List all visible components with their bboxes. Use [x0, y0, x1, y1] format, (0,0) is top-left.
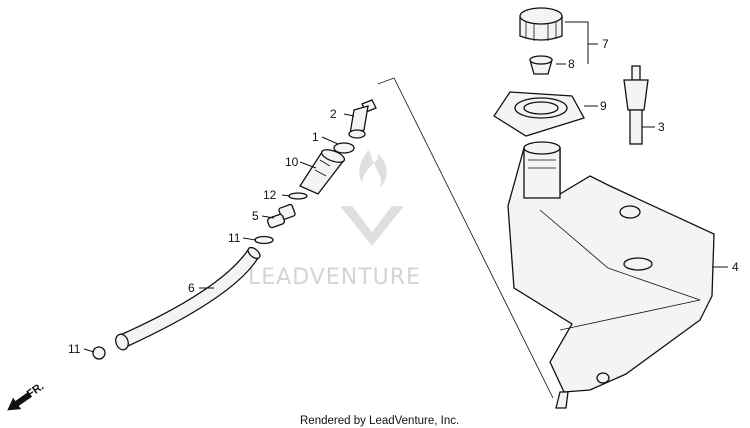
- watermark-logo: [340, 150, 404, 246]
- callout-9: 9: [600, 99, 607, 113]
- part-9-retainer: [493, 91, 585, 137]
- part-7-cap: [519, 7, 563, 41]
- part-4-tank: [507, 141, 715, 409]
- part-11-clip-lower: [92, 346, 106, 360]
- callout-7: 7: [602, 37, 609, 51]
- callout-10: 10: [285, 155, 299, 169]
- callout-4: 4: [732, 260, 739, 274]
- part-5-joint: [266, 203, 296, 229]
- callout-12: 12: [263, 188, 277, 202]
- callout-5: 5: [252, 209, 259, 223]
- part-2-nipple: [348, 99, 377, 139]
- callout-6: 6: [188, 281, 195, 295]
- part-11-clip-upper: [254, 235, 274, 245]
- part-1-oring: [333, 142, 355, 154]
- leader-lines: [83, 21, 728, 353]
- callout-11-lower: 11: [68, 342, 81, 356]
- assembly-leader-line: [377, 77, 554, 399]
- part-12-clip: [288, 192, 308, 200]
- callout-8: 8: [568, 57, 575, 71]
- render-credit: Rendered by LeadVenture, Inc.: [300, 415, 459, 427]
- callout-2: 2: [330, 107, 337, 121]
- part-3-gauge: [623, 65, 649, 145]
- part-6-hose: [115, 246, 261, 351]
- watermark-text: LEADVENTURE: [248, 265, 421, 290]
- callout-3: 3: [658, 120, 665, 134]
- callout-1: 1: [312, 130, 319, 144]
- callout-11-upper: 11: [228, 231, 241, 245]
- part-8-gasket: [529, 55, 553, 75]
- front-arrow-icon: [7, 391, 32, 411]
- part-10-strainer: [299, 149, 346, 195]
